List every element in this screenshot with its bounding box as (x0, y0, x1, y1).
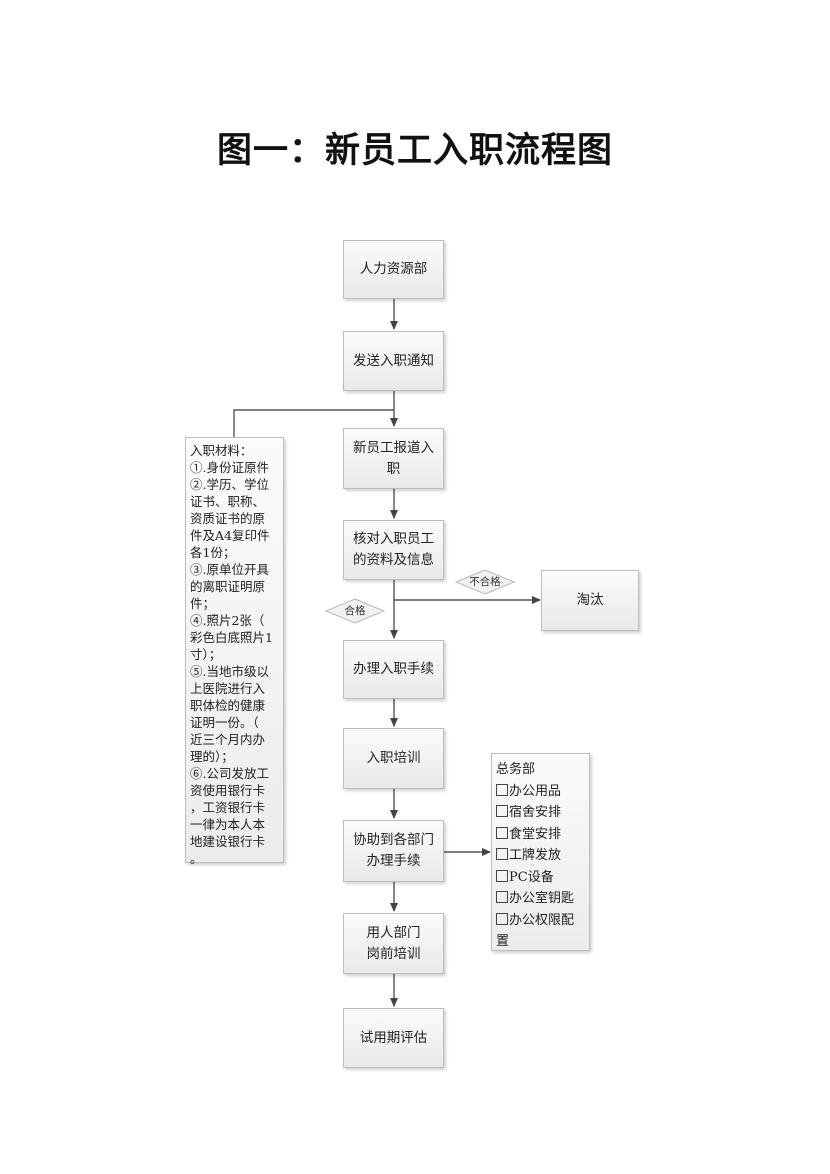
materials-line: ①.身份证原件 (190, 460, 269, 475)
step-probation-text: 试用期评估 (359, 1029, 428, 1046)
step-notice-text: 发送入职通知 (353, 352, 434, 369)
page-title: 图一：新员工入职流程图 (216, 131, 613, 171)
checkbox-icon (496, 869, 508, 882)
step-procedure-text: 办理入职手续 (353, 661, 434, 677)
general-affairs-box: 总务部 办公用品 宿舍安排 食堂安排 工牌发放 PC设备 办公室钥匙 办公权限配… (491, 753, 590, 951)
decision-pass-label: 合格 (344, 605, 366, 617)
materials-line: 资质证书的原 (190, 511, 266, 526)
step-assist-line2: 办理手续 (366, 853, 421, 869)
checklist-item-tail: 置 (496, 934, 510, 949)
checklist-item: 办公用品 (496, 781, 586, 803)
decision-fail-diamond (454, 569, 516, 595)
materials-line: 。 (190, 851, 203, 866)
checklist-item: PC设备 (496, 867, 586, 889)
materials-line: 证书、职称、 (190, 494, 266, 509)
materials-line: 理的）； (190, 749, 234, 764)
checkbox-icon (496, 826, 508, 839)
checkbox-icon (496, 912, 508, 925)
materials-line: ⑥.公司发放工 (190, 766, 269, 781)
materials-line: 地建设银行卡 (190, 834, 266, 849)
step-verify: 核对入职员工 的资料及信息 (343, 520, 444, 580)
materials-line: ③.原单位开具 (190, 562, 269, 577)
checkbox-icon (496, 891, 508, 903)
step-report: 新员工报道入 职 (343, 428, 444, 489)
step-verify-line2: 的资料及信息 (353, 552, 434, 568)
checkbox-icon (496, 805, 508, 817)
materials-box: 入职材料： ①.身份证原件 ②.学历、学位 证书、职称、 资质证书的原 件及A4… (185, 437, 284, 866)
step-report-line1: 新员工报道入 (353, 439, 434, 456)
step-eliminate: 淘汰 (541, 570, 639, 631)
decision-fail-label: 不合格 (469, 576, 501, 588)
arrow-materials-report (233, 409, 394, 437)
materials-line: ②.学历、学位 (190, 477, 269, 492)
materials-line: ⑤.当地市级以 (190, 664, 269, 679)
step-assist: 协助到各部门 办理手续 (343, 820, 444, 882)
materials-line: 一律为本人本 (190, 817, 266, 832)
materials-line: 近三个月内办 (190, 732, 266, 747)
step-probation: 试用期评估 (343, 1008, 444, 1068)
checklist-item: 办公权限配 (496, 910, 586, 932)
materials-line: 上医院进行入 (190, 681, 266, 696)
materials-line: 件； (190, 596, 216, 611)
step-training: 入职培训 (343, 728, 444, 789)
step-training-text: 入职培训 (366, 750, 421, 766)
materials-line: 资使用银行卡 (190, 783, 266, 798)
step-dept-training: 用人部门 岗前培训 (343, 913, 444, 974)
step-notice: 发送入职通知 (343, 331, 444, 391)
materials-line: 的离职证明原 (190, 579, 266, 594)
step-hr: 人力资源部 (343, 240, 444, 299)
step-assist-line1: 协助到各部门 (353, 832, 434, 848)
materials-line: 职体检的健康 (190, 698, 266, 713)
materials-line: ④.照片2张（ (190, 613, 265, 628)
checklist-item: 办公室钥匙 (496, 888, 586, 910)
materials-line: 彩色白底照片1 (190, 630, 273, 645)
general-affairs-header: 总务部 (496, 762, 536, 777)
checkbox-icon (496, 848, 508, 860)
materials-line: 入职材料： (190, 443, 253, 458)
step-dept-training-line1: 用人部门 (366, 924, 421, 941)
materials-line: 件及A4复印件 (190, 528, 270, 543)
checklist-item: 宿舍安排 (496, 802, 586, 824)
materials-line: 各1份； (190, 545, 236, 560)
checklist-item: 工牌发放 (496, 845, 586, 867)
checkbox-icon (496, 783, 508, 796)
step-report-line2: 职 (386, 460, 401, 477)
step-eliminate-text: 淘汰 (576, 592, 604, 608)
step-procedure: 办理入职手续 (343, 640, 444, 699)
step-verify-line1: 核对入职员工 (353, 531, 434, 547)
step-hr-text: 人力资源部 (359, 261, 428, 277)
decision-pass-diamond (324, 598, 386, 624)
checklist-item: 食堂安排 (496, 824, 586, 846)
materials-line: 寸）； (190, 647, 222, 662)
step-dept-training-line2: 岗前培训 (366, 945, 421, 962)
materials-line: ，工资银行卡 (190, 800, 266, 815)
materials-line: 证明一份。（ (190, 715, 259, 730)
